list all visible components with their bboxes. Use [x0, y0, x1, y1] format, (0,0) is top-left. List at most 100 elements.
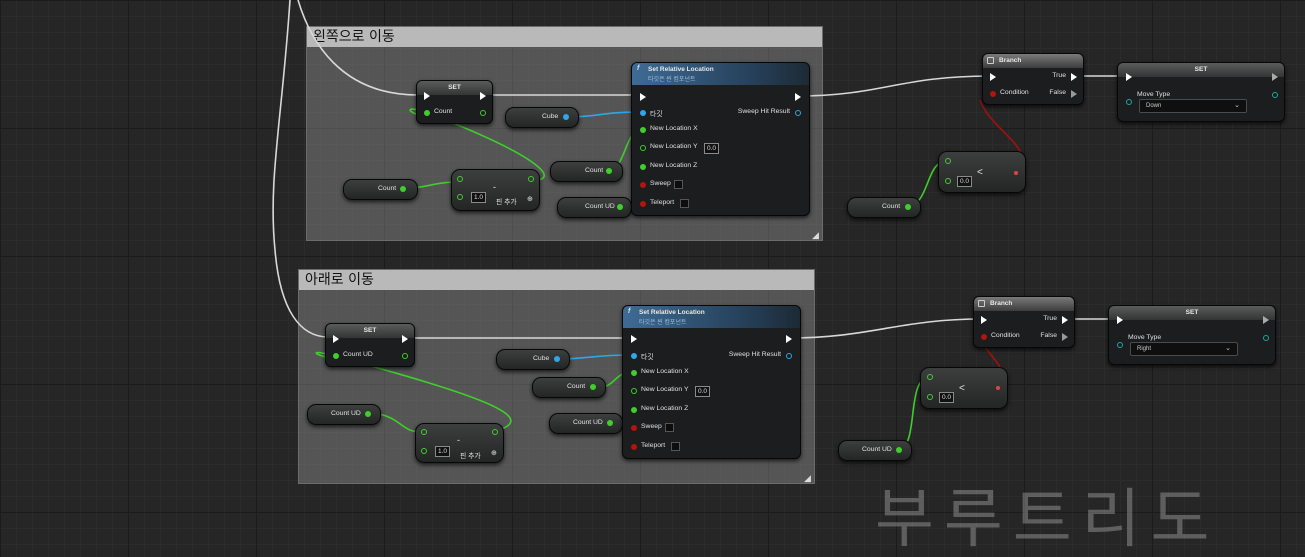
exec-in-pin[interactable]	[333, 335, 339, 343]
count-ud-out-pin[interactable]	[607, 420, 613, 426]
b-in-pin[interactable]	[945, 178, 951, 184]
add-pin-icon[interactable]: ⊕	[491, 450, 497, 457]
count-variable[interactable]: Count	[550, 161, 623, 182]
branch-node[interactable]: Branch True Condition False	[982, 53, 1084, 105]
move-type-out-pin[interactable]	[1272, 92, 1278, 98]
exec-out-pin[interactable]	[795, 93, 801, 101]
new-location-y-pin[interactable]	[631, 388, 637, 394]
count-ud-variable[interactable]: Count UD	[838, 440, 912, 461]
result-out-pin[interactable]	[528, 176, 534, 182]
cube-variable[interactable]: Cube	[505, 107, 579, 128]
sweep-hit-pin[interactable]	[786, 353, 792, 359]
resize-handle[interactable]: ◢	[804, 473, 811, 483]
set-relative-location-node[interactable]: Set Relative Location 타깃은 씬 컴포넌트 f 타깃 Sw…	[631, 62, 810, 216]
teleport-checkbox[interactable]	[671, 442, 680, 451]
move-type-dropdown[interactable]: Down ⌄	[1139, 99, 1247, 113]
exec-out-pin[interactable]	[402, 335, 408, 343]
exec-in-pin[interactable]	[990, 73, 996, 81]
false-exec-pin[interactable]	[1071, 90, 1077, 98]
false-exec-pin[interactable]	[1062, 333, 1068, 341]
count-out-pin[interactable]	[480, 110, 486, 116]
exec-out-pin[interactable]	[1272, 73, 1278, 81]
count-ud-out-pin[interactable]	[617, 204, 623, 210]
exec-in-pin[interactable]	[1126, 73, 1132, 81]
less-than-node[interactable]: < 0.0	[938, 151, 1026, 193]
b-in-pin[interactable]	[927, 394, 933, 400]
condition-pin[interactable]	[981, 334, 987, 340]
count-variable[interactable]: Count	[532, 377, 606, 398]
true-exec-pin[interactable]	[1071, 73, 1077, 81]
count-variable[interactable]: Count	[847, 197, 921, 218]
count-in-pin[interactable]	[424, 110, 430, 116]
comment-title[interactable]: 아래로 이동	[299, 270, 814, 290]
set-count-node[interactable]: SET Count	[416, 80, 493, 124]
move-type-out-pin[interactable]	[1263, 335, 1269, 341]
a-in-pin[interactable]	[945, 158, 951, 164]
count-out-pin[interactable]	[905, 204, 911, 210]
cube-variable[interactable]: Cube	[496, 349, 570, 370]
exec-out-pin[interactable]	[786, 335, 792, 343]
exec-in-pin[interactable]	[1117, 316, 1123, 324]
exec-in-pin[interactable]	[631, 335, 637, 343]
new-location-z-pin[interactable]	[631, 407, 637, 413]
y-value-field[interactable]: 0.0	[704, 143, 720, 154]
b-value-field[interactable]: 0.0	[957, 176, 973, 187]
add-pin-button[interactable]: 핀 추가	[496, 199, 517, 206]
a-in-pin[interactable]	[421, 429, 427, 435]
sweep-pin[interactable]	[631, 425, 637, 431]
new-location-x-pin[interactable]	[631, 370, 637, 376]
count-ud-variable[interactable]: Count UD	[549, 413, 623, 434]
count-ud-out-pin[interactable]	[402, 353, 408, 359]
b-in-pin[interactable]	[421, 448, 427, 454]
condition-pin[interactable]	[990, 91, 996, 97]
set-move-type-node[interactable]: SET Move Type Right ⌄	[1108, 305, 1276, 365]
subtract-node[interactable]: - 1.0 핀 추가 ⊕	[415, 423, 504, 463]
y-value-field[interactable]: 0.0	[695, 386, 711, 397]
exec-in-pin[interactable]	[640, 93, 646, 101]
teleport-pin[interactable]	[640, 201, 646, 207]
b-value-field[interactable]: 1.0	[471, 192, 487, 203]
result-out-pin[interactable]	[1014, 171, 1018, 175]
count-ud-variable[interactable]: Count UD	[557, 197, 632, 218]
count-ud-in-pin[interactable]	[333, 353, 339, 359]
new-location-x-pin[interactable]	[640, 127, 646, 133]
target-pin[interactable]	[640, 110, 646, 116]
cube-out-pin[interactable]	[554, 356, 560, 362]
result-out-pin[interactable]	[492, 429, 498, 435]
result-out-pin[interactable]	[996, 386, 1000, 390]
true-exec-pin[interactable]	[1062, 316, 1068, 324]
cube-out-pin[interactable]	[563, 114, 569, 120]
move-type-in-pin[interactable]	[1117, 342, 1123, 348]
new-location-z-pin[interactable]	[640, 164, 646, 170]
add-pin-icon[interactable]: ⊕	[527, 196, 533, 203]
set-count-ud-node[interactable]: SET Count UD	[325, 323, 415, 367]
count-out-pin[interactable]	[400, 186, 406, 192]
teleport-checkbox[interactable]	[680, 199, 689, 208]
a-in-pin[interactable]	[927, 374, 933, 380]
sweep-checkbox[interactable]	[665, 423, 674, 432]
count-out-pin[interactable]	[590, 384, 596, 390]
branch-node[interactable]: Branch True Condition False	[973, 296, 1075, 348]
move-type-dropdown[interactable]: Right ⌄	[1130, 342, 1238, 356]
count-ud-variable[interactable]: Count UD	[307, 404, 381, 425]
b-value-field[interactable]: 0.0	[939, 392, 955, 403]
move-type-in-pin[interactable]	[1126, 99, 1132, 105]
comment-title[interactable]: 왼쪽으로 이동	[307, 27, 822, 47]
subtract-node[interactable]: - 1.0 핀 추가 ⊕	[451, 169, 540, 211]
sweep-hit-pin[interactable]	[795, 110, 801, 116]
target-pin[interactable]	[631, 353, 637, 359]
set-move-type-node[interactable]: SET Move Type Down ⌄	[1117, 62, 1285, 122]
b-value-field[interactable]: 1.0	[435, 446, 451, 457]
b-in-pin[interactable]	[457, 194, 463, 200]
count-ud-out-pin[interactable]	[365, 411, 371, 417]
add-pin-button[interactable]: 핀 추가	[460, 453, 481, 460]
exec-out-pin[interactable]	[480, 92, 486, 100]
exec-in-pin[interactable]	[424, 92, 430, 100]
count-out-pin[interactable]	[606, 168, 612, 174]
count-variable[interactable]: Count	[343, 179, 418, 200]
exec-out-pin[interactable]	[1263, 316, 1269, 324]
resize-handle[interactable]: ◢	[812, 230, 819, 240]
less-than-node[interactable]: < 0.0	[920, 367, 1008, 409]
teleport-pin[interactable]	[631, 444, 637, 450]
a-in-pin[interactable]	[457, 176, 463, 182]
